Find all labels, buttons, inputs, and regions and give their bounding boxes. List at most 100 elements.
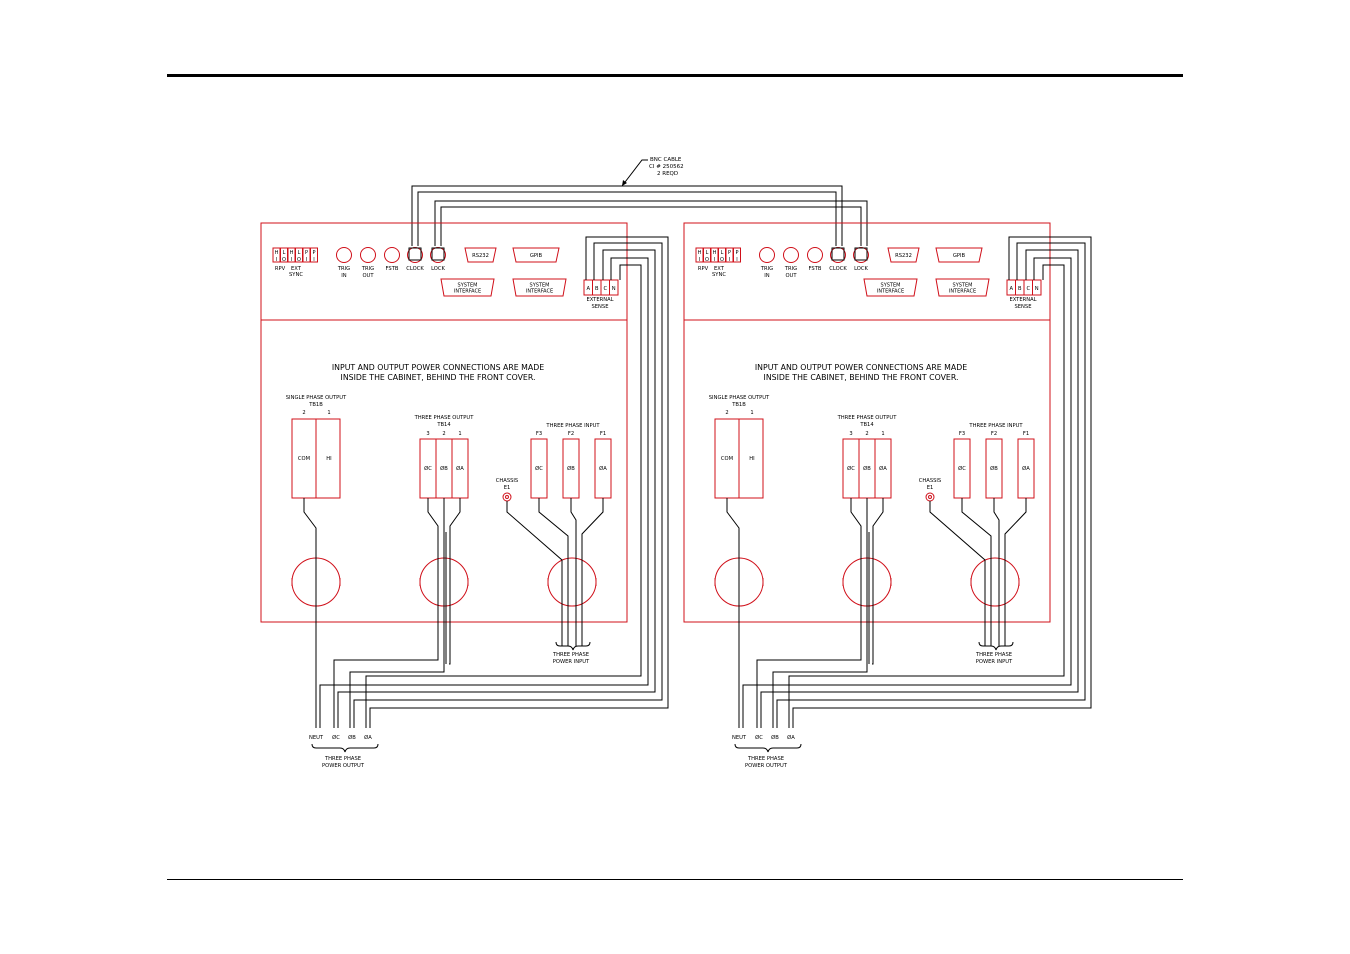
port-label: INTERFACE: [454, 289, 481, 295]
cable-bushing: [547, 557, 597, 607]
sync-switch-bottom: O: [297, 257, 301, 263]
terminal-number: 2: [302, 410, 305, 416]
dsub-shell: [863, 278, 918, 297]
wire-oc-in: [538, 498, 569, 646]
input-label-1: THREE PHASE: [552, 652, 589, 658]
bnc-ring: [759, 247, 775, 263]
sync-switch-top: H: [713, 250, 717, 256]
sync-switch-bottom: O: [705, 257, 709, 263]
clock-cable-inner: [417, 191, 837, 246]
sense-wire-n: [742, 257, 1072, 728]
dsub-shell: [464, 247, 497, 263]
dsub-shell: [935, 247, 983, 263]
sense-terminal: [609, 279, 619, 296]
sync-switch: [310, 247, 318, 263]
single-phase-title: SINGLE PHASE OUTPUT: [709, 395, 770, 401]
fuse-terminal-label: ØA: [599, 465, 607, 472]
notice-line-1: INPUT AND OUTPUT POWER CONNECTIONS ARE M…: [332, 363, 544, 372]
bushing-tick: [291, 578, 341, 586]
chassis-stud-center: [505, 495, 509, 499]
port-label: GPIB: [530, 253, 543, 259]
terminal-number: 1: [881, 431, 884, 437]
bnc-plug: [431, 247, 445, 261]
output-wire-label: ØA: [364, 734, 372, 741]
wire-oc-in: [961, 498, 992, 646]
input-label-2: POWER INPUT: [553, 659, 590, 665]
sync-switch-bottom: O: [282, 257, 286, 263]
bushing-tick: [419, 578, 469, 586]
fuse-label: F1: [600, 431, 606, 437]
notice-line-1: INPUT AND OUTPUT POWER CONNECTIONS ARE M…: [755, 363, 967, 372]
three-phase-input-title: THREE PHASE INPUT: [968, 423, 1023, 429]
gpib-port: GPIB: [935, 247, 983, 263]
terminal-label: ØA: [456, 465, 464, 472]
bnc-label: CLOCK: [406, 266, 424, 272]
sense-terminal-label: C: [1026, 286, 1030, 292]
dsub-shell: [440, 278, 495, 297]
sense-wire-b: [776, 242, 1086, 728]
three-phase-output-tb: TB14: [859, 422, 874, 428]
output-wire-label: NEUT: [309, 735, 324, 741]
wire-ob-in: [570, 498, 577, 646]
terminal-number: 3: [426, 431, 429, 437]
bnc-label: TRIG: [361, 266, 374, 272]
sense-wire-c: [760, 249, 1079, 728]
terminal-number: 2: [442, 431, 445, 437]
sync-switch-top: L: [706, 250, 709, 256]
fuse-label: F3: [536, 431, 542, 437]
sense-terminal-label: N: [1035, 286, 1039, 292]
output-wire-label: ØC: [332, 734, 340, 741]
sync-switch-bottom: I: [699, 257, 700, 263]
bnc-plug: [408, 247, 422, 261]
sense-terminal-label: N: [612, 286, 616, 292]
sync-switch-top: L: [283, 250, 286, 256]
sync-switch-top: L: [298, 250, 301, 256]
sync-switch-top: P: [312, 250, 315, 256]
sense-wire-b: [353, 242, 663, 728]
cable-label-name: BNC CABLE: [650, 157, 682, 163]
cable-label-part: CI # 250562: [649, 164, 684, 170]
bnc-ring: [807, 247, 823, 263]
dsub-shell: [512, 247, 560, 263]
bnc-ring: [384, 247, 400, 263]
sync-switch-top: H: [275, 250, 279, 256]
port-label: SYSTEM: [953, 283, 973, 289]
bushing-tick: [714, 578, 764, 586]
sync-label: SYNC: [712, 272, 726, 278]
single-phase-tb: TB1B: [731, 402, 746, 408]
bnc-plug: [831, 247, 845, 261]
terminal-hi: [315, 418, 341, 499]
bnc-ring: [336, 247, 352, 263]
sense-terminal-label: B: [1018, 286, 1022, 292]
wire-oc-out: [756, 498, 862, 728]
port-label: SYSTEM: [881, 283, 901, 289]
sense-wire-a2: [365, 264, 642, 728]
sync-switch-bottom: I: [276, 257, 277, 263]
sync-switch-top: L: [721, 250, 724, 256]
external-sense-label-2: SENSE: [1014, 304, 1031, 310]
port-label: INTERFACE: [949, 289, 976, 295]
dsub-shell: [887, 247, 920, 263]
output-bracket: [734, 743, 802, 753]
wire-ob-out: [772, 498, 868, 728]
sync-switch-bottom: I: [313, 257, 314, 263]
fuse-terminal-label: ØB: [990, 465, 998, 472]
single-phase-tb: TB1B: [308, 402, 323, 408]
fuse-label: F2: [568, 431, 574, 437]
terminal-hi: [738, 418, 764, 499]
terminal-com-label: COM: [298, 456, 310, 462]
external-sense-label-2: SENSE: [591, 304, 608, 310]
fuse-terminal-label: ØB: [567, 465, 575, 472]
bnc-label: LOCK: [854, 266, 868, 272]
sense-wire-c: [337, 249, 656, 728]
three-phase-output-tb: TB14: [436, 422, 451, 428]
sense-terminal-label: B: [595, 286, 599, 292]
